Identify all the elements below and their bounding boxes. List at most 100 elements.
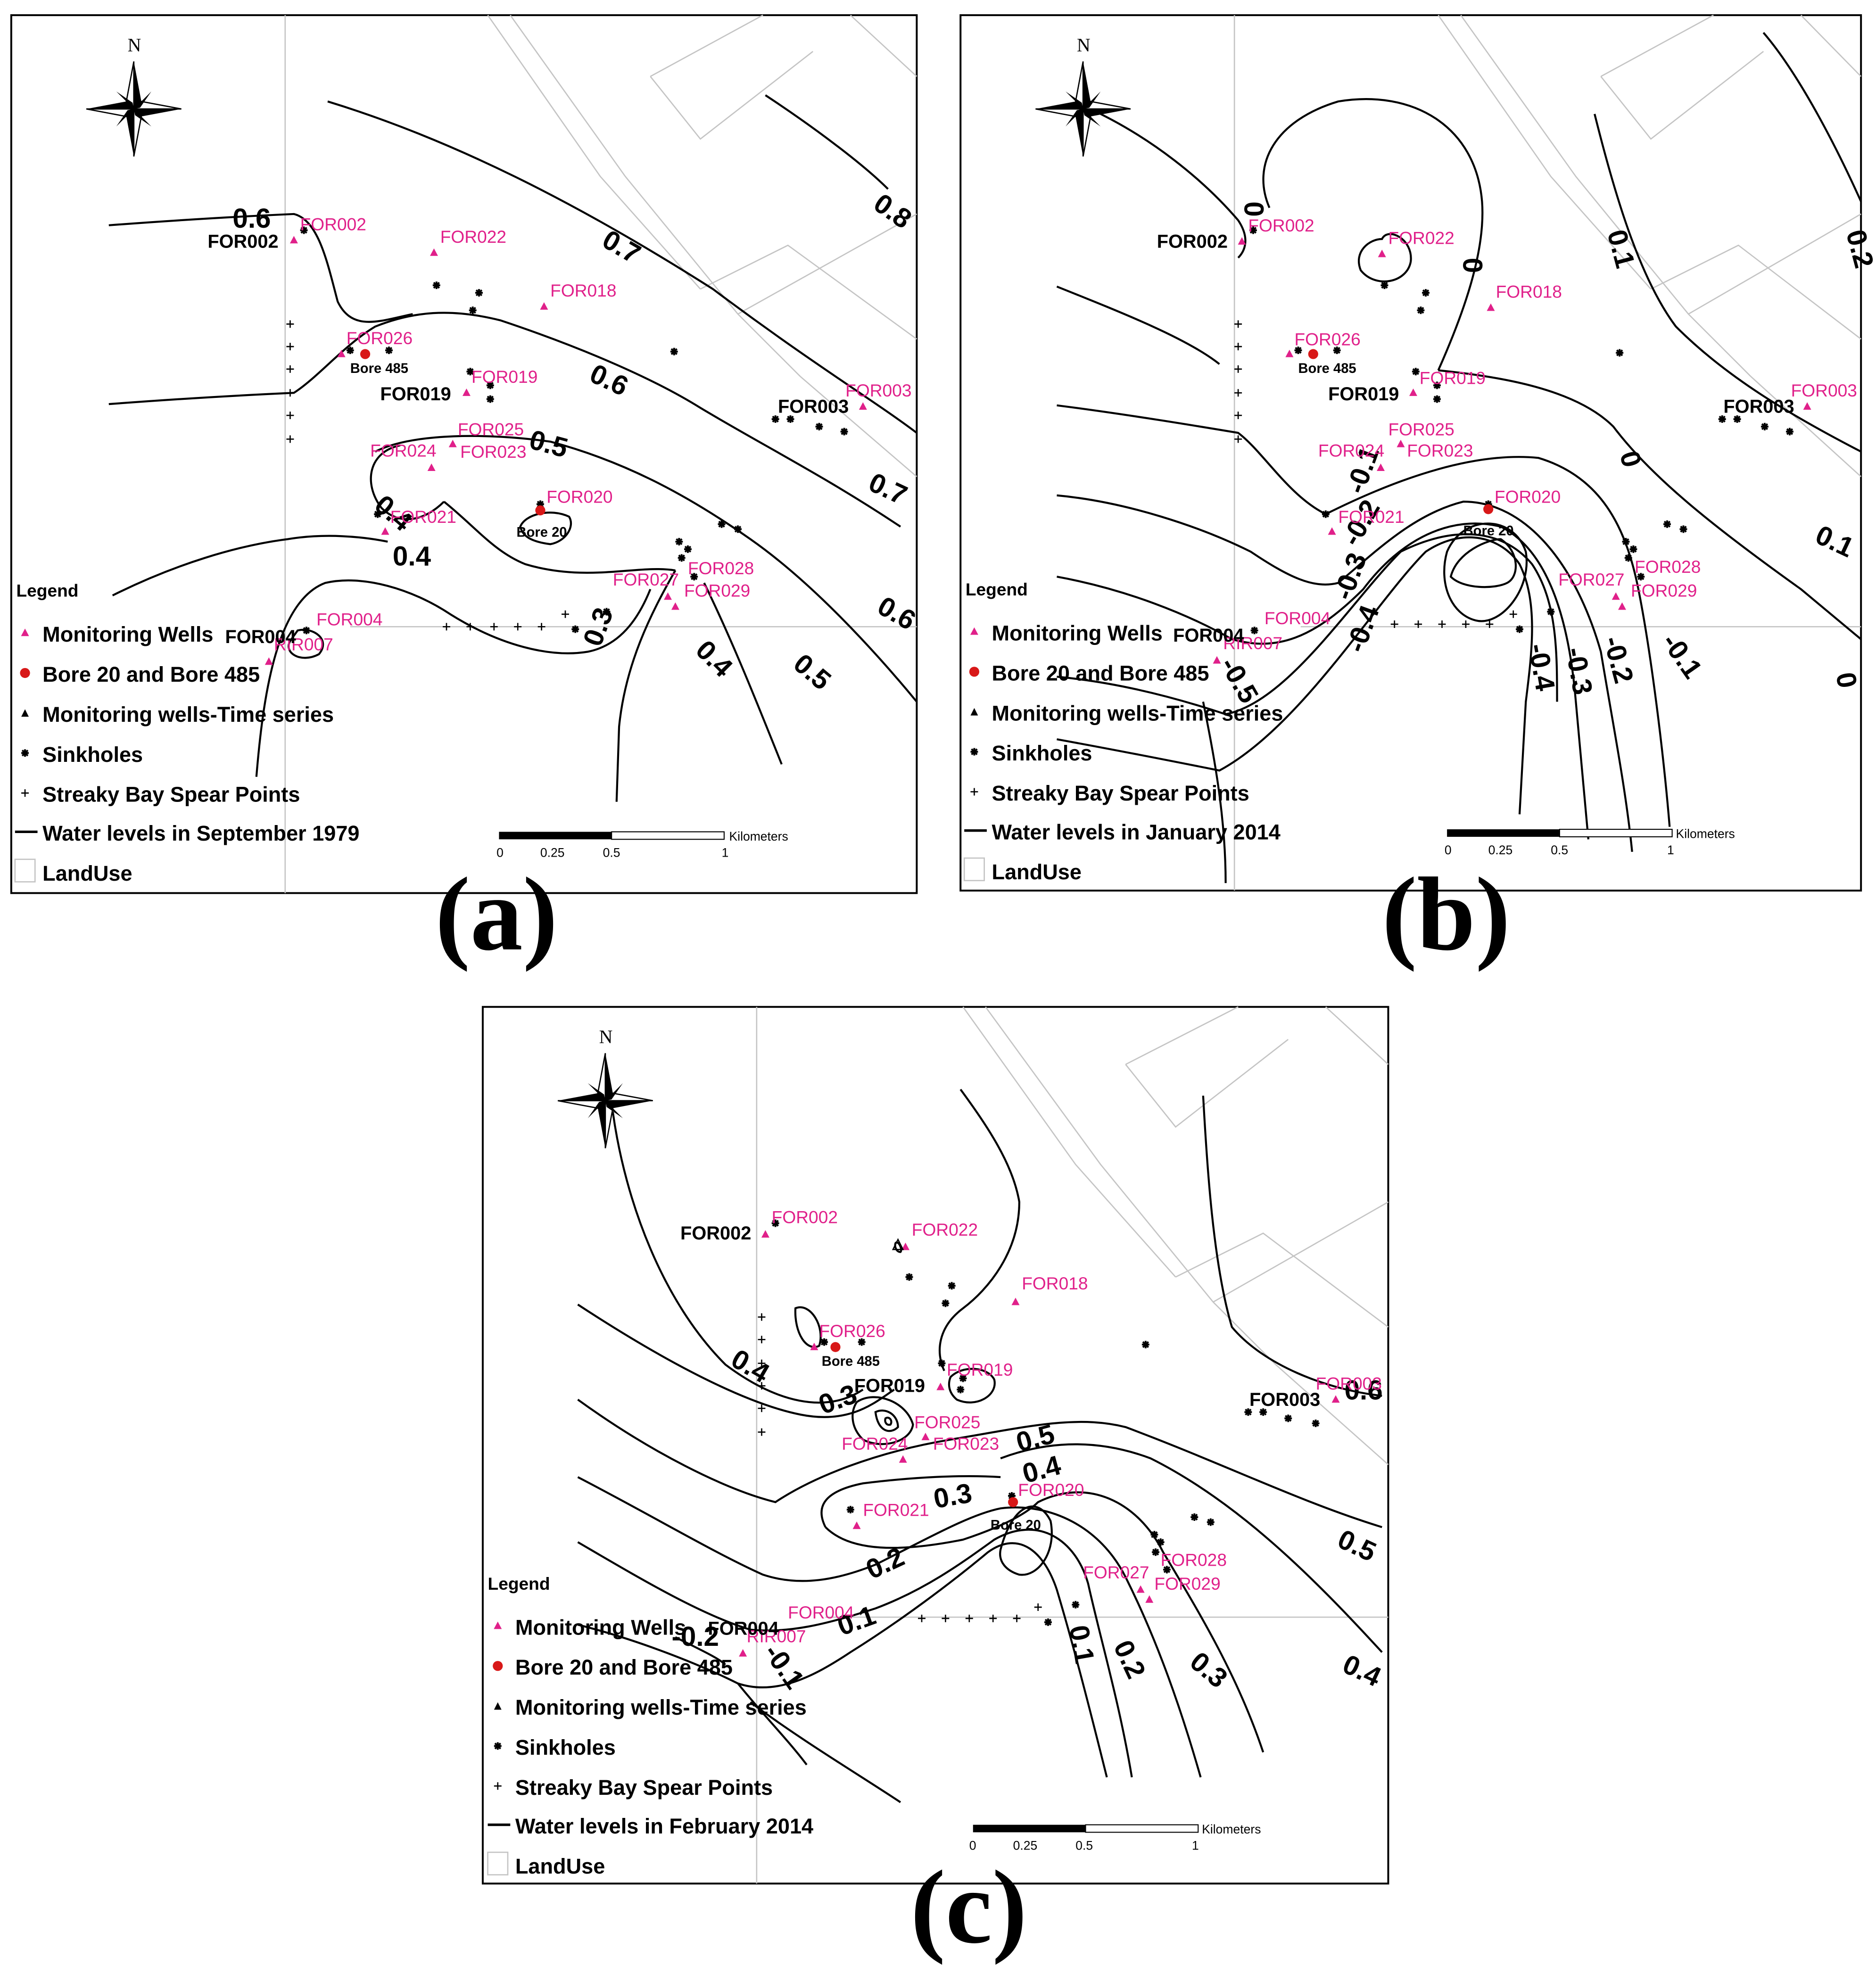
time-series-label: FOR002 [1157,231,1228,252]
well-labels: FOR002 FOR022 FOR018 FOR026 FOR019 FOR00… [1223,215,1857,653]
scalebar: Kilometers 0 0.25 0.5 1 [969,1822,1261,1852]
well-label: FOR018 [1496,282,1562,302]
time-series-label: FOR003 [1723,396,1794,417]
bore-label: Bore 20 [517,525,567,540]
legend-spear-points: Streaky Bay Spear Points [515,1775,773,1800]
bores [360,349,545,516]
well-label: FOR021 [863,1500,929,1519]
well-label: FOR022 [1388,228,1454,248]
scalebar-tick: 0.25 [540,845,565,859]
well-label: FOR021 [1338,507,1404,527]
bore-label: Bore 485 [822,1354,880,1369]
well-label: FOR024 [1318,441,1384,461]
time-series-label: FOR003 [778,396,849,417]
compass: N [85,35,182,157]
legend-title: Legend [488,1574,550,1593]
time-series-label: FOR002 [680,1223,751,1244]
scalebar-unit: Kilometers [1202,1822,1261,1836]
well-label: FOR027 [1083,1562,1149,1582]
well-label: RIR007 [1223,633,1282,653]
compass: N [557,1027,654,1149]
compass: N [1035,35,1132,157]
legend-spear-points: Streaky Bay Spear Points [992,781,1249,805]
time-series-label: FOR019 [1328,384,1399,405]
bore-label: Bore 485 [350,361,408,376]
scalebar-tick: 0.25 [1488,843,1513,857]
well-label: FOR026 [819,1321,885,1341]
well-label: FOR025 [914,1412,980,1432]
well-label: FOR003 [1791,380,1857,400]
bore-label: Bore 20 [991,1518,1041,1533]
legend-water-levels: Water levels in February 2014 [515,1814,813,1838]
scalebar-tick: 0.5 [603,845,620,859]
well-label: FOR029 [684,581,750,601]
scalebar-tick: 1 [1192,1839,1199,1853]
bore-labels: Bore 485 Bore 20 [350,361,567,540]
well-label: FOR024 [842,1434,908,1453]
well-label: FOR028 [1635,557,1701,577]
well-label: FOR020 [1495,487,1561,507]
well-label: FOR019 [1420,368,1486,388]
well-label: FOR028 [1161,1550,1227,1569]
scalebar-tick: 0 [1445,843,1452,857]
landuse-parcels [756,1006,1389,1884]
legend-bores: Bore 20 and Bore 485 [515,1655,733,1679]
scalebar-tick: 1 [722,845,729,859]
time-series-label: FOR019 [854,1376,925,1396]
well-label: FOR023 [460,442,526,462]
panel-a: 0.6 0.7 0.8 0.6 0.5 0.7 0.4 0.4 0.6 0.3 … [10,14,921,894]
legend-landuse: LandUse [992,860,1082,884]
legend-monitoring-wells: Monitoring Wells [515,1615,686,1639]
contour-label: 0.3 [931,1478,974,1514]
scalebar-unit: Kilometers [729,829,788,843]
time-series-triangle [892,1238,904,1250]
scalebar-tick: 0 [969,1839,976,1853]
bore-labels: Bore 485 Bore 20 [1298,361,1513,539]
legend-sinkholes: Sinkholes [42,743,143,767]
well-label: RIR007 [747,1626,806,1646]
well-label: FOR023 [1407,441,1473,461]
legend-water-levels: Water levels in September 1979 [42,821,359,845]
well-label: FOR028 [688,558,754,578]
time-series-label: FOR003 [1249,1389,1320,1410]
ts-labels: FOR002 FOR019 FOR003 FOR004 [1157,231,1794,646]
scalebar-unit: Kilometers [1676,827,1735,841]
scalebar-tick: 1 [1667,843,1674,857]
panel-c: 0.4 0.3 0.6 0.5 0.4 0.3 0.5 0.2 0.1 -0.2… [481,1006,1389,1885]
well-label: FOR021 [390,507,456,527]
well-label: FOR025 [1388,419,1454,439]
panel-b: 0 0 0.1 0.2 -0.1 0 -0.2 0.1 -0.3 -0.4 -0… [959,14,1876,892]
well-label: FOR026 [1295,329,1361,349]
contour-label: 0 [1457,258,1488,273]
well-label: FOR004 [788,1602,854,1622]
well-label: FOR004 [1264,608,1331,628]
well-label: FOR018 [550,281,616,300]
legend-landuse: LandUse [42,861,132,885]
well-label: FOR018 [1022,1273,1088,1293]
bores [1308,349,1494,514]
well-label: FOR004 [316,610,382,629]
contour-lines [108,94,918,802]
legend-bores: Bore 20 and Bore 485 [42,662,260,686]
time-series-label: FOR002 [207,231,278,252]
bore-label: Bore 485 [1298,361,1356,376]
contour-label: 0.4 [393,541,431,571]
time-series-label: FOR004 [708,1618,778,1639]
legend-bores: Bore 20 and Bore 485 [992,661,1209,685]
scalebar-tick: 0 [496,845,504,859]
legend-time-series: Monitoring wells-Time series [42,702,334,727]
well-label: FOR002 [1248,215,1314,235]
scalebar-tick: 0.25 [1013,1839,1038,1853]
well-label: FOR020 [546,487,612,507]
well-label: FOR023 [933,1434,999,1453]
legend-sinkholes: Sinkholes [515,1735,616,1759]
scalebar-tick: 0.5 [1551,843,1568,857]
contour-lines [577,1089,1383,1803]
bore-labels: Bore 485 Bore 20 [822,1354,1041,1533]
ts-labels: FOR002 FOR019 FOR003 FOR004 [680,1223,1320,1639]
well-label: FOR019 [471,367,537,387]
legend-sinkholes: Sinkholes [992,741,1092,765]
legend-water-levels: Water levels in January 2014 [992,820,1281,844]
well-label: FOR025 [458,419,524,439]
legend-landuse: LandUse [515,1854,605,1878]
